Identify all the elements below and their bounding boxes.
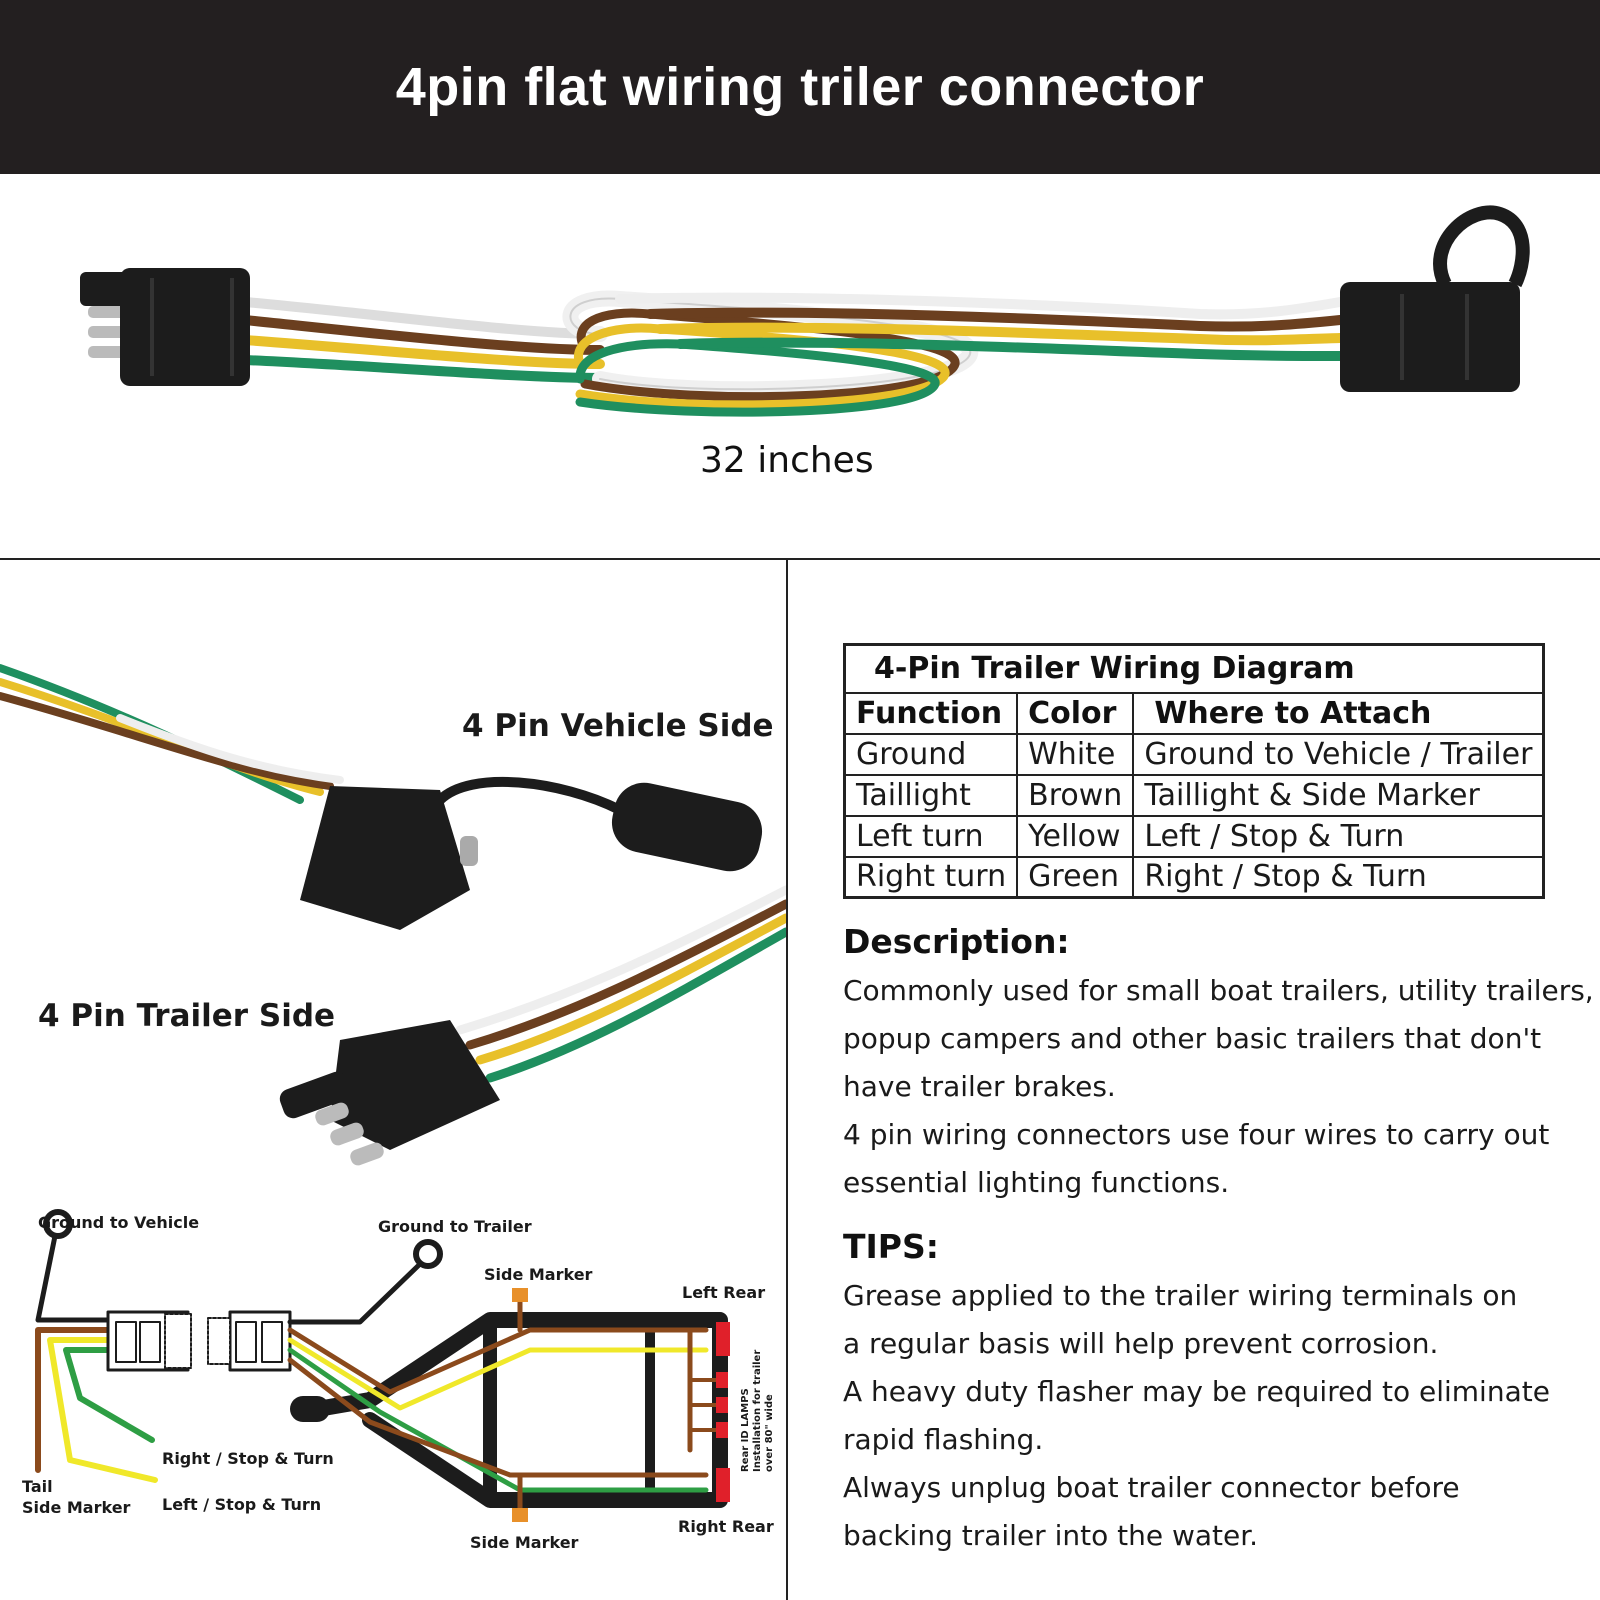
cable-length-label: 32 inches	[700, 440, 874, 481]
cell-function: Taillight	[843, 773, 1019, 817]
side-marker-left-label: Side Marker	[22, 1498, 131, 1517]
white-wire	[240, 297, 605, 339]
trailer-side-label: 4 Pin Trailer Side	[38, 998, 336, 1034]
wiring-schematic	[35, 1209, 728, 1511]
cell-where: Right / Stop & Turn	[1132, 855, 1545, 899]
left-stop-turn-label: Left / Stop & Turn	[162, 1495, 322, 1514]
tips-line: Always unplug boat trailer connector bef…	[843, 1471, 1460, 1504]
rear-id-lamps-line2: Installation for trailer	[752, 1349, 763, 1472]
tips-line: a regular basis will help prevent corros…	[843, 1327, 1439, 1360]
horizontal-divider	[0, 558, 1600, 560]
tips-line: Grease applied to the trailer wiring ter…	[843, 1279, 1518, 1312]
side-marker-lamp-top	[512, 1288, 528, 1302]
ground-to-vehicle-label: Ground to Vehicle	[38, 1213, 200, 1232]
left-rear-label: Left Rear	[682, 1283, 766, 1302]
col-header-color: Color	[1016, 691, 1135, 735]
cell-where: Taillight & Side Marker	[1132, 773, 1545, 817]
tips-line: rapid flashing.	[843, 1423, 1044, 1456]
vehicle-side-wires	[0, 664, 344, 804]
cell-color: Green	[1016, 855, 1135, 899]
tips-heading: TIPS:	[843, 1227, 939, 1266]
cell-function: Right turn	[843, 855, 1019, 899]
connector-photos-and-schematic	[0, 664, 786, 1522]
col-header-where: Where to Attach	[1132, 691, 1545, 735]
page-title: 4pin flat wiring triler connector	[395, 57, 1205, 117]
tips-line: A heavy duty flasher may be required to …	[843, 1375, 1550, 1408]
run-yellow	[655, 322, 1345, 346]
run-brown	[645, 307, 1345, 332]
table-row: Left turn Yellow Left / Stop & Turn	[843, 814, 1545, 858]
rear-id-lamps-line3: over 80" wide	[764, 1394, 775, 1472]
left-male-connector	[80, 268, 250, 386]
cell-color: Yellow	[1016, 814, 1135, 858]
id-lamp-1	[716, 1372, 728, 1388]
brown-wire	[240, 315, 605, 355]
description-line: Commonly used for small boat trailers, u…	[843, 974, 1594, 1007]
description-line: 4 pin wiring connectors use four wires t…	[843, 1118, 1550, 1151]
trailer-side-wires	[455, 885, 786, 1083]
description-section: Description: Commonly used for small boa…	[843, 922, 1594, 1560]
cable-photo: 32 inches	[0, 174, 1600, 560]
id-lamp-2	[716, 1397, 728, 1413]
side-marker-top-label: Side Marker	[484, 1265, 593, 1284]
tips-line: backing trailer into the water.	[843, 1519, 1259, 1552]
table-row: Taillight Brown Taillight & Side Marker	[843, 773, 1545, 817]
description-line: essential lighting functions.	[843, 1166, 1230, 1199]
run-green	[675, 337, 1345, 361]
tail-label: Tail	[22, 1477, 53, 1496]
connector-diagram-panel: 4 Pin Vehicle Side 4 Pin Trailer Side Gr…	[0, 560, 786, 1600]
cell-function: Ground	[843, 732, 1019, 776]
cell-where: Left / Stop & Turn	[1132, 814, 1545, 858]
loop-yellow	[574, 323, 950, 410]
left-rear-lamp	[716, 1322, 730, 1356]
cell-where: Ground to Vehicle / Trailer	[1132, 732, 1545, 776]
vehicle-side-connector	[300, 776, 763, 930]
right-rear-lamp	[716, 1468, 730, 1502]
cell-color: Brown	[1016, 773, 1135, 817]
side-marker-bottom-label: Side Marker	[470, 1533, 579, 1552]
trailer-side-connector	[279, 1020, 500, 1166]
vertical-divider	[786, 558, 788, 1600]
loop-green	[575, 339, 940, 417]
side-marker-lamp-bottom	[512, 1508, 528, 1522]
vehicle-side-label: 4 Pin Vehicle Side	[462, 708, 774, 744]
cell-function: Left turn	[843, 814, 1019, 858]
description-line: popup campers and other basic trailers t…	[843, 1022, 1542, 1055]
wiring-table-title: 4-Pin Trailer Wiring Diagram	[843, 643, 1545, 694]
cable-illustration	[80, 205, 1530, 417]
schematic-lamps	[512, 1288, 730, 1522]
description-line: have trailer brakes.	[843, 1070, 1116, 1103]
ground-to-trailer-label: Ground to Trailer	[378, 1217, 532, 1236]
right-stop-turn-label: Right / Stop & Turn	[162, 1449, 334, 1468]
right-rear-label: Right Rear	[678, 1517, 774, 1536]
header-banner: 4pin flat wiring triler connector	[0, 0, 1600, 174]
table-row: Ground White Ground to Vehicle / Trailer	[843, 732, 1545, 776]
rear-id-lamps-line1: Rear ID LAMPS	[740, 1388, 751, 1472]
yellow-wire	[240, 335, 605, 369]
table-row: Right turn Green Right / Stop & Turn	[843, 855, 1545, 899]
description-heading: Description:	[843, 922, 1070, 961]
col-header-function: Function	[843, 691, 1019, 735]
cell-color: White	[1016, 732, 1135, 776]
green-wire	[240, 355, 605, 383]
wiring-table-header-row: Function Color Where to Attach	[843, 691, 1545, 735]
run-white	[615, 292, 1345, 320]
info-panel: 4-Pin Trailer Wiring Diagram Function Co…	[788, 560, 1600, 1600]
right-female-connector	[1340, 205, 1530, 392]
id-lamp-3	[716, 1422, 728, 1438]
wiring-table: 4-Pin Trailer Wiring Diagram Function Co…	[843, 643, 1546, 899]
